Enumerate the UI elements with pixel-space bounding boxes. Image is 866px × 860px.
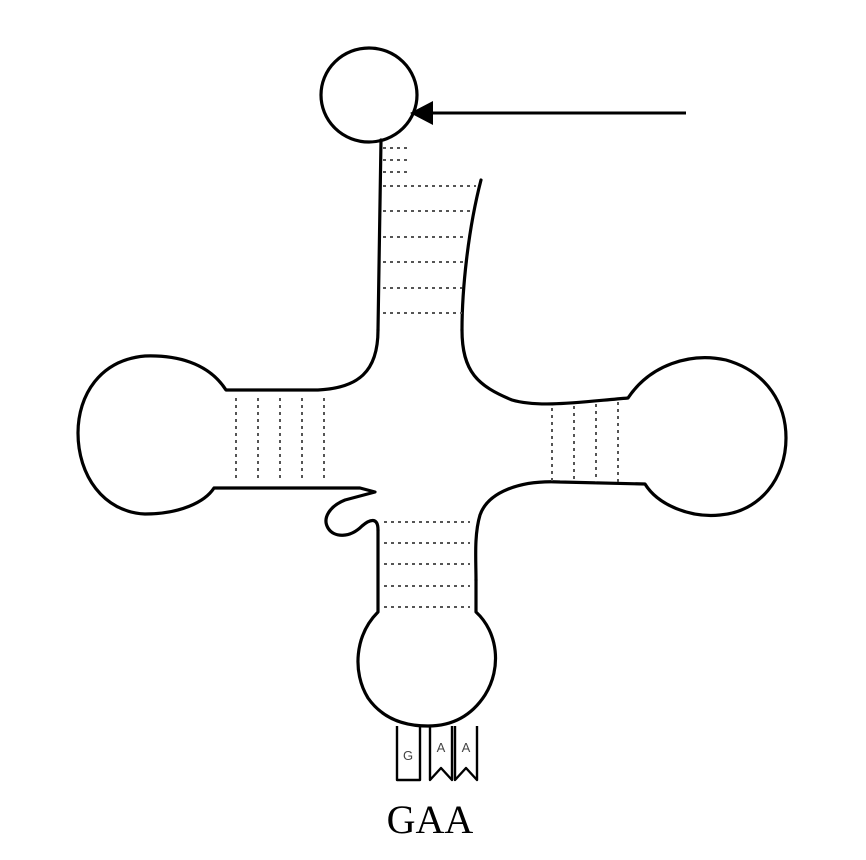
acceptor-stem-right-strand [460,178,483,332]
t-arm-base-pairs [551,402,619,484]
acceptor-stem-base-pairs [383,147,476,314]
anticodon-label: GAA [387,797,474,842]
anticodon-bases: G A A [395,726,479,782]
anticodon-stem-base-pairs [384,521,470,608]
anticodon-base-3-letter: A [462,740,471,755]
d-arm-base-pairs [235,398,325,482]
pointer-arrow [410,101,686,125]
pointer-arrow-head [410,101,433,125]
t-arm-outline [460,328,788,582]
anticodon-base-3 [453,726,479,782]
d-arm-outline [76,328,380,537]
anticodon-base-1 [395,726,422,782]
acceptor-stem-left-strand [376,138,383,332]
acceptor-end-circle [319,46,419,144]
anticodon-base-2 [428,726,454,782]
acceptor-end [319,46,419,144]
anticodon-base-2-letter: A [437,740,446,755]
anticodon-arm-outline [356,528,498,728]
anticodon-base-1-letter: G [403,748,413,763]
